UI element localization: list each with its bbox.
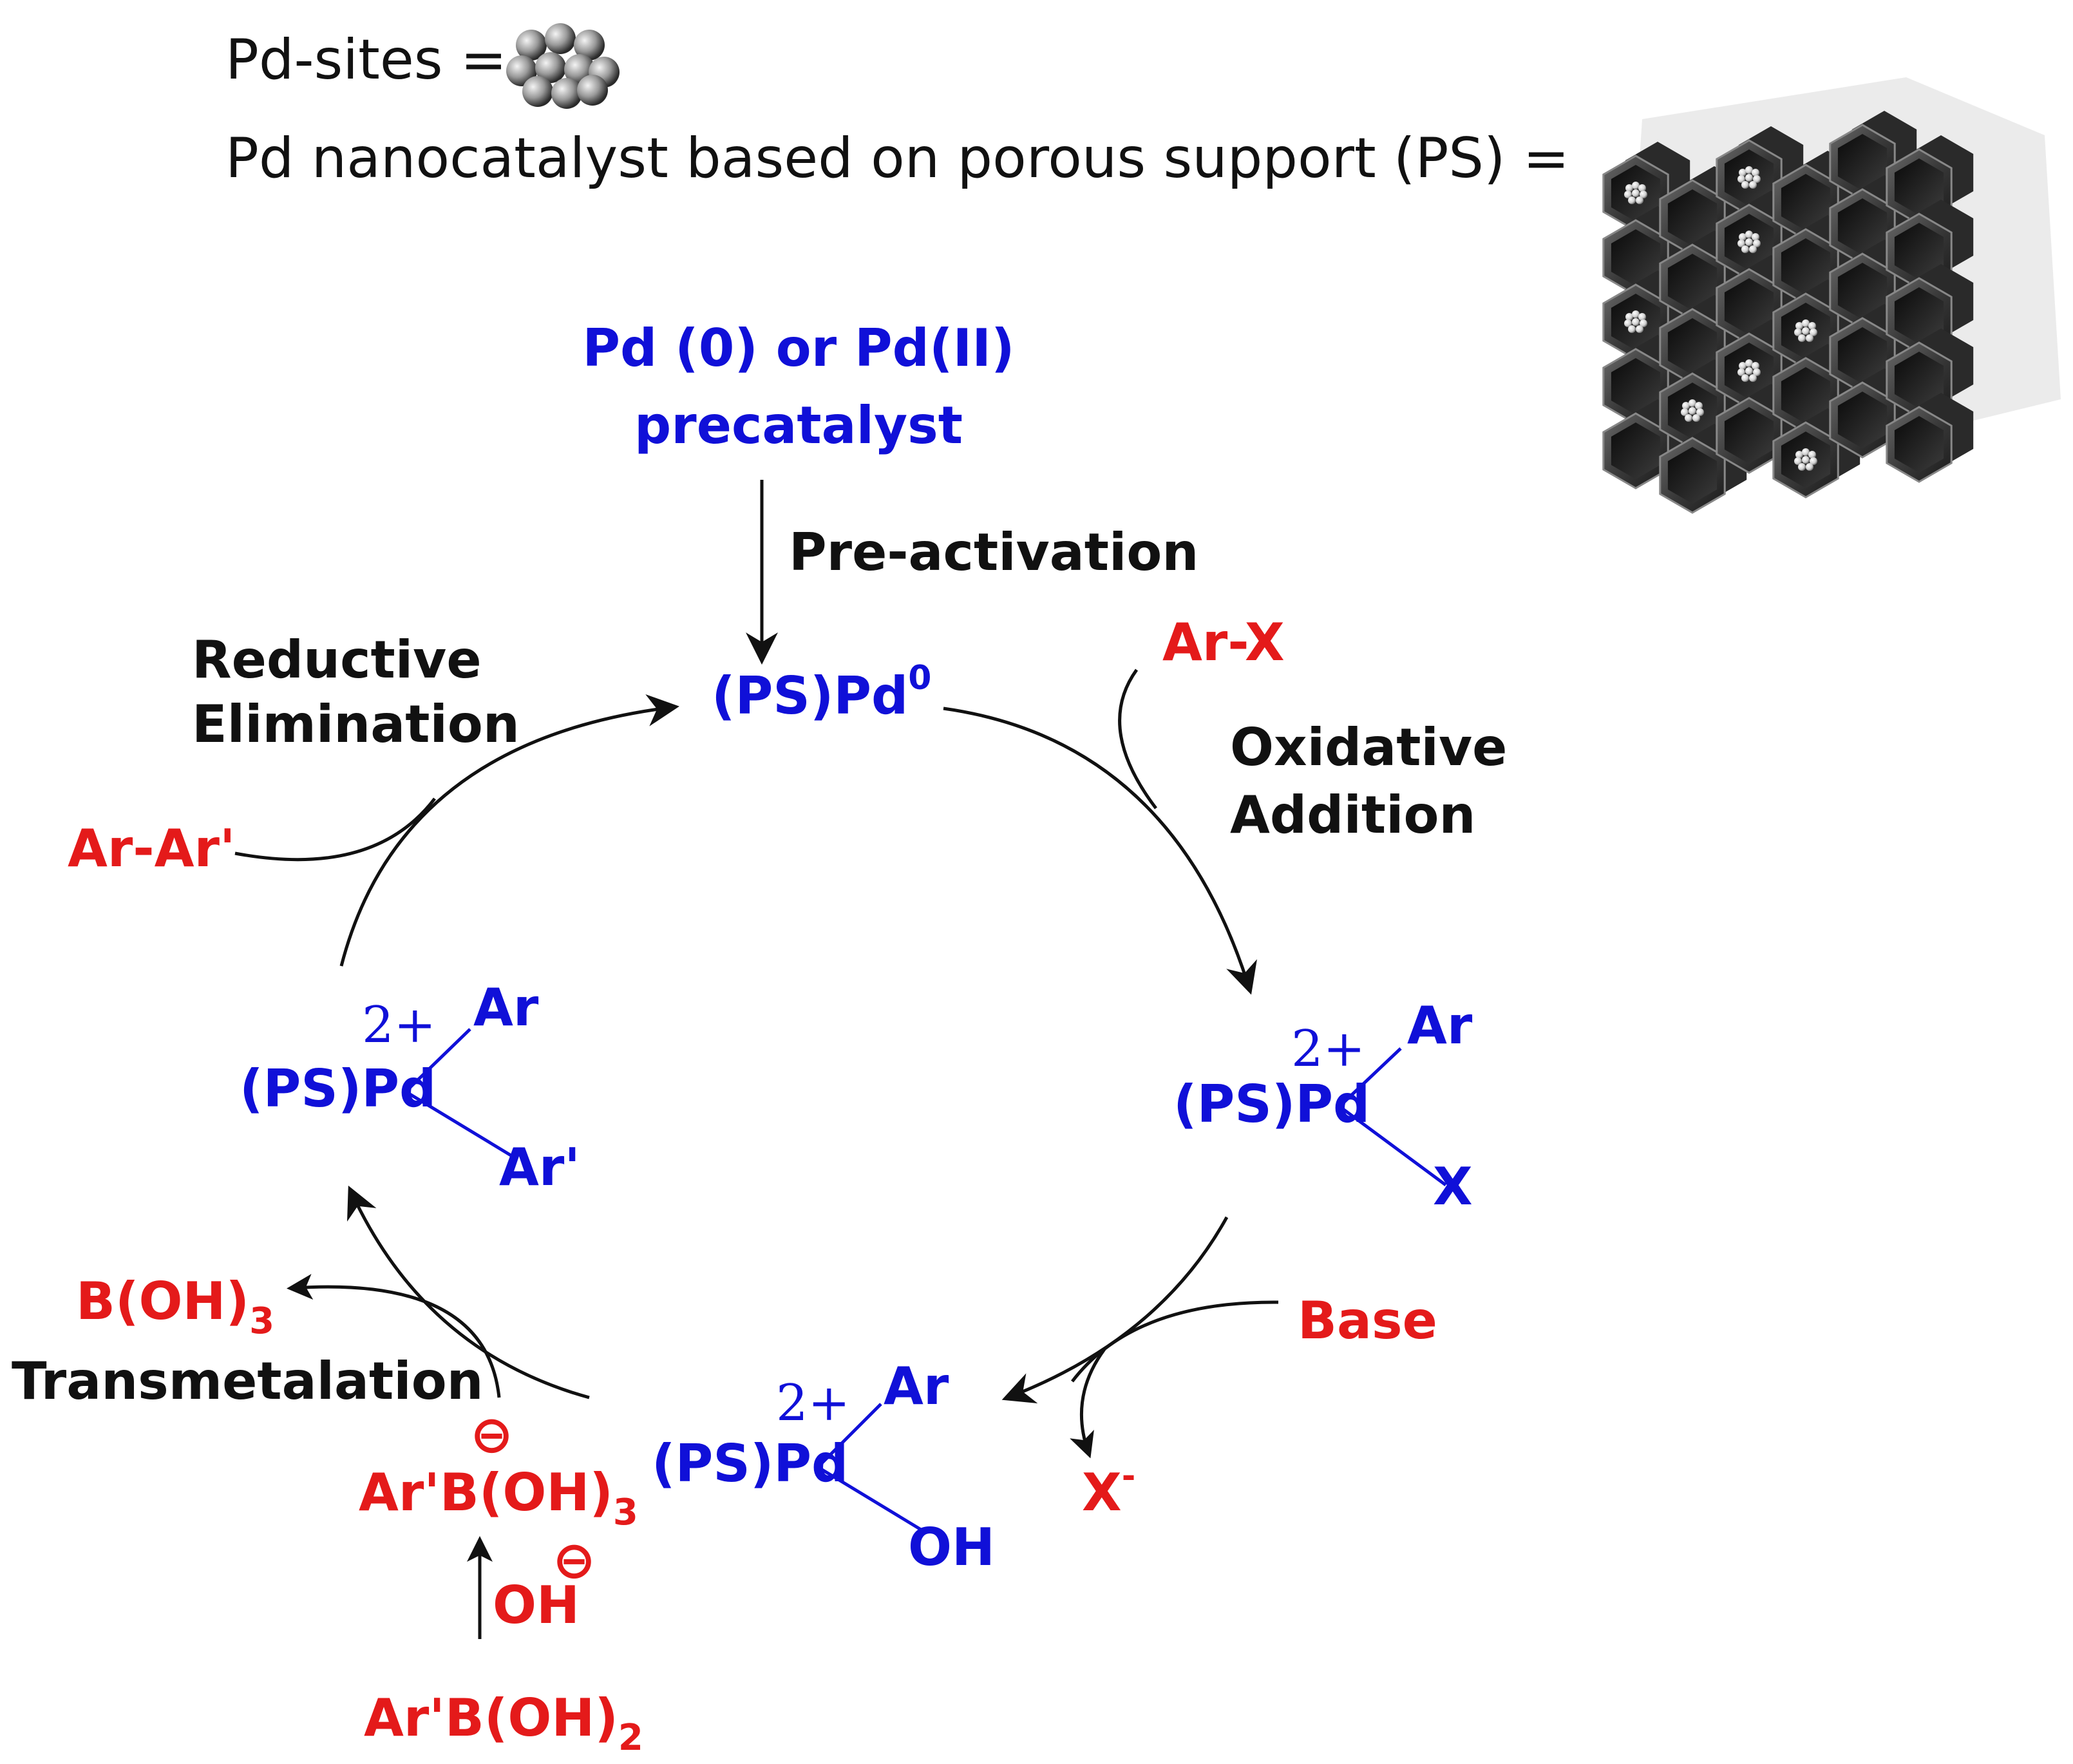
oxidative-label-line2: Addition (1230, 785, 1475, 845)
pd-ar-oh-center: (PS)Pd (652, 1434, 848, 1494)
pd-ar-oh-ligand-oh: OH (908, 1517, 995, 1577)
boronic-acid-reagent: Ar'B(OH)2 (364, 1688, 643, 1759)
reductive-label-line2: Elimination (192, 694, 520, 754)
pd-ar-x-ligand-x: X (1433, 1157, 1473, 1217)
pd-ar-x-center: (PS)Pd (1173, 1074, 1370, 1134)
oxidative-label-line1: Oxidative (1230, 717, 1507, 777)
x-minus-product: X- (1082, 1457, 1135, 1522)
pd-cluster-icon (506, 23, 620, 109)
nanocatalyst-label: Pd nanocatalyst based on porous support … (225, 126, 1569, 191)
pd-ar-ar-charge: 2+ (362, 996, 436, 1054)
reductive-label-line1: Reductive (192, 630, 482, 690)
hydroxide-label: OH (493, 1575, 580, 1635)
pd-ar-x-bond-x (1338, 1105, 1447, 1187)
x-minus-exit-arc (1070, 1348, 1106, 1459)
ar-x-entry-arc (1118, 669, 1157, 810)
b-oh3-exit-arc (287, 1274, 501, 1398)
transmetalation-label: Transmetalation (12, 1351, 484, 1411)
pd-ar-ar-bond-ar2 (404, 1090, 513, 1158)
hydroxide-charge-icon: ⊖ (553, 1530, 596, 1590)
pd-ar-x-ligand-ar: Ar (1407, 996, 1473, 1056)
b-oh3-product: B(OH)3 (76, 1271, 274, 1342)
borate-charge-icon: ⊖ (470, 1405, 513, 1465)
pd-ar-x-charge: 2+ (1291, 1020, 1365, 1078)
pd-ar-x-bond-ar (1338, 1047, 1402, 1108)
transmetalation-arc (347, 1185, 590, 1399)
porous-support-image (1602, 77, 2061, 514)
ar-x-reagent: Ar-X (1162, 612, 1285, 672)
borate-species: Ar'B(OH)3 (359, 1463, 638, 1533)
ar-ar-product: Ar-Ar' (68, 819, 235, 878)
base-reagent: Base (1298, 1291, 1437, 1351)
precatalyst-line2: precatalyst (634, 395, 963, 455)
reductive-elimination-arc (339, 694, 679, 967)
pd-ar-oh-charge: 2+ (776, 1374, 850, 1432)
pd-ar-oh-bond-oh (817, 1465, 922, 1532)
pd-ar-oh-bond-ar (817, 1403, 882, 1468)
ar-ar-exit-arc (234, 797, 436, 862)
oxidative-addition-arc (943, 707, 1257, 995)
pd-ar-ar-bond-ar (404, 1028, 471, 1093)
transmetalation-base-arc (1001, 1216, 1229, 1404)
precatalyst-line1: Pd (0) or Pd(II) (582, 318, 1014, 378)
preactivation-label: Pre-activation (789, 522, 1198, 582)
pd0-species: (PS)Pd0 (712, 659, 931, 726)
pd-sites-label: Pd-sites = (225, 28, 507, 92)
base-entry-arc (1071, 1300, 1279, 1383)
pd-ar-ar-ligand-ar: Ar (473, 978, 539, 1038)
pd-ar-oh-ligand-ar: Ar (884, 1356, 949, 1416)
pd-ar-ar-center: (PS)Pd (240, 1059, 436, 1119)
pd-ar-ar-ligand-ar2: Ar' (499, 1137, 580, 1197)
